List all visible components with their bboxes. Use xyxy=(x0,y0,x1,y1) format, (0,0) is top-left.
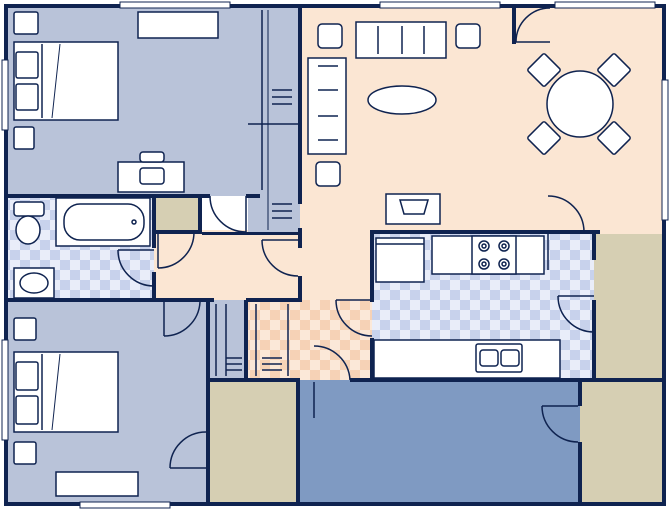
door-bedroom-bottom xyxy=(163,301,201,337)
wardrobe-strip xyxy=(208,300,248,380)
armchair-icon xyxy=(307,57,347,155)
door-garage-entry xyxy=(313,345,351,418)
end-table-icon xyxy=(455,23,481,49)
walls xyxy=(4,4,666,506)
door-bedroom-closet xyxy=(169,431,207,469)
doors xyxy=(117,7,595,469)
toilet-icon xyxy=(13,201,45,245)
wardrobe-strip-top xyxy=(248,6,300,232)
nightstand-icon xyxy=(13,126,35,150)
hallway-tile xyxy=(248,300,372,380)
dining-chair-icon xyxy=(597,121,631,155)
closet-rod-icon xyxy=(215,304,289,376)
sofa-icon xyxy=(355,21,447,59)
dining-chair-icon xyxy=(527,53,561,87)
bathroom-sink-icon xyxy=(13,267,55,299)
bed-icon xyxy=(13,41,119,121)
door-front xyxy=(515,7,551,43)
dresser-icon xyxy=(137,11,219,39)
door-kitchen xyxy=(335,299,373,337)
dresser-icon xyxy=(55,471,139,497)
bed-icon xyxy=(13,351,119,433)
kitchen-entry xyxy=(300,234,372,300)
dining-table-icon xyxy=(527,53,631,155)
closet-hall xyxy=(154,198,200,232)
door-closet-right xyxy=(557,295,595,333)
door-pantry xyxy=(547,195,585,270)
door-hall-closet xyxy=(157,231,195,269)
nightstand-icon xyxy=(13,317,37,341)
kitchen-island-icon xyxy=(385,193,441,225)
hallway xyxy=(154,230,300,300)
end-table-icon xyxy=(315,161,341,187)
closet-right-upper xyxy=(594,234,664,380)
end-table-icon xyxy=(317,23,343,49)
closet-right-lower xyxy=(580,380,664,504)
dining-chair-icon xyxy=(597,53,631,87)
kitchen-counter-icon xyxy=(373,339,561,379)
desk-icon xyxy=(117,151,185,193)
stove-icon xyxy=(471,235,517,275)
furniture xyxy=(13,10,631,497)
closet-rod-icon xyxy=(248,10,298,230)
door-bathroom xyxy=(117,249,155,287)
nightstand-icon xyxy=(13,441,37,465)
refrigerator-icon xyxy=(375,237,425,283)
garage xyxy=(298,380,580,504)
door-garage-side xyxy=(541,405,579,443)
closet-bedroom-bottom xyxy=(208,380,298,504)
dining-chair-icon xyxy=(527,121,561,155)
door-bedroom-top xyxy=(209,195,247,233)
coffee-table-icon xyxy=(367,85,437,115)
bathtub-icon xyxy=(55,197,151,247)
door-hall-living xyxy=(261,239,299,277)
kitchen-sink-icon xyxy=(475,343,523,373)
nightstand-icon xyxy=(13,11,39,35)
